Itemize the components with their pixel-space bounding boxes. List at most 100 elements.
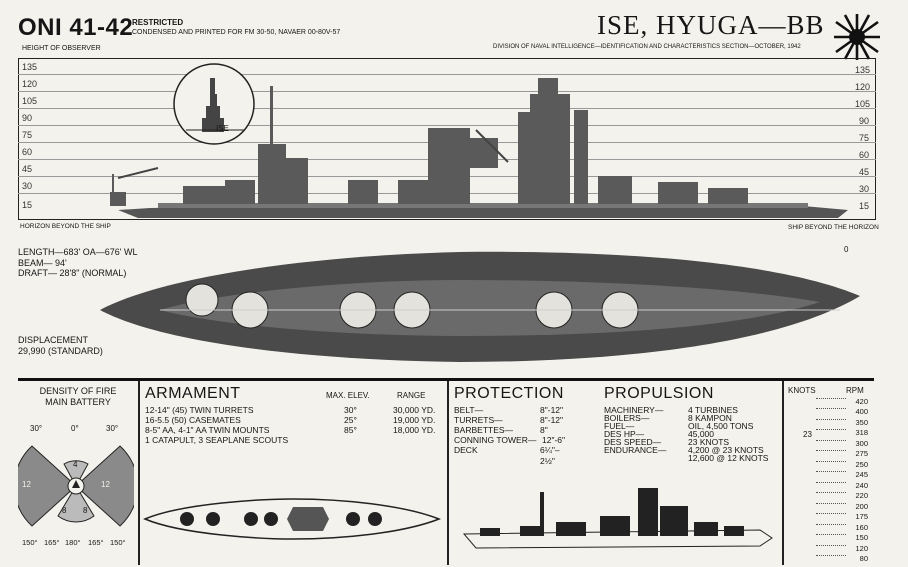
division-note: DIVISION OF NAVAL INTELLIGENCE—IDENTIFIC… bbox=[493, 44, 801, 50]
ship-plan-view-illustration bbox=[100, 251, 860, 362]
knots-mark: 23 bbox=[803, 430, 812, 439]
scale-label-right: 135 bbox=[855, 65, 871, 75]
scale-label-left: 75 bbox=[22, 130, 33, 140]
propulsion-label: DES HP— bbox=[604, 429, 645, 439]
armament-row-desc: 16-5.5 (50) CASEMATES bbox=[145, 415, 241, 425]
rpm-value: 245 bbox=[855, 470, 868, 479]
density-sector-value: 4 bbox=[73, 460, 78, 469]
protection-value: 8" bbox=[540, 425, 548, 435]
length-spec: LENGTH—683' OA—676' WL bbox=[18, 247, 138, 257]
scale-label-left: 30 bbox=[22, 181, 33, 191]
displacement-value: 29,990 (STANDARD) bbox=[18, 346, 103, 356]
density-of-fire-diagram bbox=[18, 445, 134, 527]
scale-label-right: 60 bbox=[859, 150, 870, 160]
rising-sun-flag-icon bbox=[834, 14, 880, 60]
propulsion-value: 4,200 @ 23 KNOTS bbox=[688, 445, 764, 455]
propulsion-value: OIL, 4,500 TONS bbox=[688, 421, 754, 431]
armament-row-elev: 25° bbox=[344, 415, 357, 425]
density-angle: 0° bbox=[71, 424, 79, 433]
inset-ship-label: ISE bbox=[216, 124, 229, 133]
protection-label: BELT— bbox=[454, 405, 484, 415]
density-angle: 30° bbox=[106, 424, 119, 433]
displacement-label: DISPLACEMENT bbox=[18, 335, 89, 345]
scale-label-left: 60 bbox=[22, 147, 33, 157]
rpm-value: 120 bbox=[855, 544, 868, 553]
rpm-value: 160 bbox=[855, 523, 868, 532]
density-sector-value: 12 bbox=[22, 480, 31, 489]
zero-mark: 0 bbox=[844, 245, 849, 254]
publication-number: ONI 41-42 bbox=[18, 14, 134, 41]
density-angle: 30° bbox=[30, 424, 43, 433]
propulsion-title: PROPULSION bbox=[604, 385, 714, 402]
rpm-value: 350 bbox=[855, 418, 868, 427]
density-angle: 150° bbox=[22, 538, 38, 547]
ship-beyond-horizon-label: SHIP BEYOND THE HORIZON bbox=[788, 224, 879, 231]
protection-label: TURRETS— bbox=[454, 415, 503, 425]
density-sector-value: 8 bbox=[62, 506, 67, 515]
scale-label-left: 15 bbox=[22, 200, 33, 210]
scale-label-right: 30 bbox=[859, 184, 870, 194]
scale-label-right: 105 bbox=[855, 99, 871, 109]
rpm-value: 250 bbox=[855, 460, 868, 469]
propulsion-value: 12,600 @ 12 KNOTS bbox=[688, 453, 769, 463]
propulsion-label: ENDURANCE— bbox=[604, 445, 667, 455]
armament-col-range: RANGE bbox=[397, 391, 426, 400]
scale-label-right: 75 bbox=[859, 133, 870, 143]
scale-label-left: 120 bbox=[22, 79, 38, 89]
scale-label-right: 15 bbox=[859, 201, 870, 211]
armament-title: ARMAMENT bbox=[145, 385, 241, 402]
protection-value: 12"-6" bbox=[542, 435, 566, 445]
protection-label: DECK bbox=[454, 445, 478, 455]
scale-label-left: 105 bbox=[22, 96, 38, 106]
density-sector-value: 12 bbox=[101, 480, 110, 489]
armament-plan-diagram bbox=[143, 498, 441, 540]
density-angle: 165° bbox=[88, 538, 104, 547]
rpm-value: 150 bbox=[855, 533, 868, 542]
density-title: DENSITY OF FIRE bbox=[39, 386, 117, 396]
propulsion-label: MACHINERY— bbox=[604, 405, 664, 415]
beam-spec: BEAM— 94' bbox=[18, 258, 67, 268]
draft-spec: DRAFT— 28'8" (NORMAL) bbox=[18, 268, 127, 278]
rpm-value: 300 bbox=[855, 439, 868, 448]
protection-value: 8"-12" bbox=[540, 405, 564, 415]
armament-row-desc: 1 CATAPULT, 3 SEAPLANE SCOUTS bbox=[145, 435, 289, 445]
protection-label: CONNING TOWER— bbox=[454, 435, 537, 445]
density-sector-value: 8 bbox=[83, 506, 88, 515]
scale-label-left: 90 bbox=[22, 113, 33, 123]
height-of-observer-label: HEIGHT OF OBSERVER bbox=[22, 45, 101, 52]
rpm-value: 200 bbox=[855, 502, 868, 511]
scale-label-right: 120 bbox=[855, 82, 871, 92]
page-title: ISE, HYUGA—BB bbox=[597, 10, 825, 40]
horizon-beyond-ship-label: HORIZON BEYOND THE SHIP bbox=[20, 223, 111, 230]
propulsion-value: 4 TURBINES bbox=[688, 405, 738, 415]
scale-label-right: 90 bbox=[859, 116, 870, 126]
density-angle: 165° bbox=[44, 538, 60, 547]
armament-row-range: 30,000 YD. bbox=[393, 405, 436, 415]
condensed-note: CONDENSED AND PRINTED FOR FM 30-50, NAVA… bbox=[132, 29, 341, 36]
protection-value: 2½" bbox=[540, 456, 555, 466]
propulsion-label: BOILERS— bbox=[604, 413, 650, 423]
rpm-value: 318 bbox=[855, 428, 868, 437]
rpm-value: 420 bbox=[855, 397, 868, 406]
ship-inboard-profile-illustration bbox=[462, 488, 773, 549]
protection-value: 6¼"– bbox=[540, 445, 560, 455]
rpm-value: 275 bbox=[855, 449, 868, 458]
propulsion-value: 23 KNOTS bbox=[688, 437, 730, 447]
scale-label-left: 45 bbox=[22, 164, 33, 174]
rpm-value: 400 bbox=[855, 407, 868, 416]
rpm-value: 220 bbox=[855, 491, 868, 500]
armament-row-desc: 8-5" AA, 4-1" AA TWIN MOUNTS bbox=[145, 425, 270, 435]
armament-row-elev: 85° bbox=[344, 425, 357, 435]
rpm-value: 80 bbox=[859, 554, 868, 563]
scale-label-left: 135 bbox=[22, 62, 38, 72]
armament-row-range: 19,000 YD. bbox=[393, 415, 436, 425]
armament-row-desc: 12-14" (45) TWIN TURRETS bbox=[145, 405, 254, 415]
armament-row-range: 18,000 YD. bbox=[393, 425, 436, 435]
density-angle: 150° bbox=[110, 538, 126, 547]
propulsion-label: FUEL— bbox=[604, 421, 635, 431]
knots-header: KNOTS bbox=[788, 386, 816, 395]
rpm-value: 175 bbox=[855, 512, 868, 521]
propulsion-value: 8 KAMPON bbox=[688, 413, 732, 423]
density-angle: 180° bbox=[65, 538, 81, 547]
propulsion-value: 45,000 bbox=[688, 429, 714, 439]
